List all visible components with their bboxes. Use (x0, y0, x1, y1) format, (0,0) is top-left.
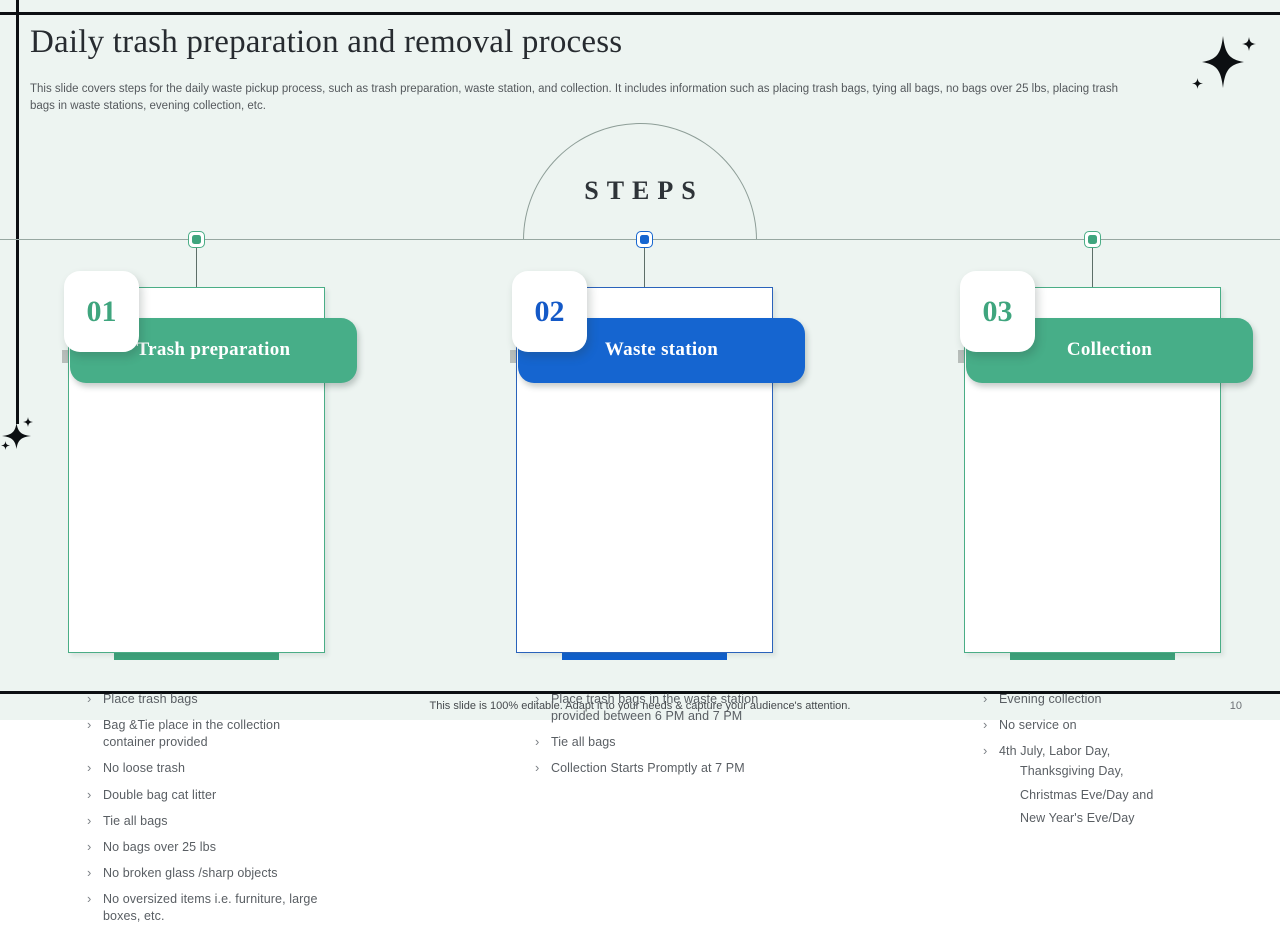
bullet-text: Bag &Tie place in the collection contain… (103, 718, 281, 750)
connector-line (644, 248, 645, 287)
bullet-sub-line: Christmas Eve/Day and (1020, 787, 1154, 802)
connector-line (1092, 248, 1093, 287)
steps-label: STEPS (584, 176, 704, 205)
bullet-item: › Double bag cat litter (87, 787, 319, 804)
steps-arch: STEPS (523, 123, 757, 240)
bullet-text: 4th July, Labor Day,Thanksgiving Day,Chr… (999, 743, 1153, 830)
bullet-item: › 4th July, Labor Day,Thanksgiving Day,Ch… (983, 743, 1215, 830)
step-number-badge: 01 (64, 271, 139, 352)
bullet-text: No broken glass /sharp objects (103, 865, 278, 880)
step-number-badge: 03 (960, 271, 1035, 352)
sparkle-icon (1202, 36, 1244, 88)
chevron-bullet-icon: › (87, 786, 92, 802)
step-number: 01 (86, 294, 117, 328)
bullet-text: Evening collection (999, 692, 1102, 706)
page-number: 10 (1229, 700, 1242, 712)
bullet-text: Tie all bags (551, 735, 616, 750)
band-shadow-nub (62, 350, 68, 363)
bullet-item: › Bag &Tie place in the collection contai… (87, 717, 319, 751)
top-frame-line (0, 12, 1280, 15)
bullet-text: No bags over 25 lbs (103, 839, 217, 854)
card-bottom-tab (1010, 652, 1175, 660)
bullet-text: Place trash bags in the waste station pr… (551, 692, 759, 724)
marker-dot (192, 235, 201, 244)
bullet-item: › Collection Starts Promptly at 7 PM (535, 760, 767, 777)
marker-dot (1088, 235, 1097, 244)
chevron-bullet-icon: › (535, 734, 540, 750)
chevron-bullet-icon: › (87, 838, 92, 854)
step-number: 02 (534, 294, 565, 328)
step-marker-1 (188, 231, 205, 248)
chevron-bullet-icon: › (535, 760, 540, 776)
bullet-item: › Place trash bags (87, 691, 319, 708)
bullet-list: › Place trash bags in the waste station p… (535, 691, 767, 787)
page-title: Daily trash preparation and removal proc… (30, 24, 623, 60)
card-title: Collection (1066, 339, 1153, 361)
bullet-item: › Tie all bags (535, 734, 767, 751)
card-title: Trash preparation (136, 339, 291, 361)
left-frame-line (16, 0, 19, 424)
sparkle-small-icon (1, 441, 10, 450)
bullet-item: › No bags over 25 lbs (87, 839, 319, 856)
bullet-text: No oversized items i.e. furniture, large… (103, 892, 318, 924)
bullet-text: Place trash bags (103, 692, 198, 706)
bullet-text: Double bag cat litter (103, 787, 217, 802)
bullet-sub-line: New Year's Eve/Day (1020, 810, 1135, 825)
chevron-bullet-icon: › (87, 691, 92, 706)
chevron-bullet-icon: › (87, 891, 92, 906)
sparkle-small-icon (1242, 37, 1256, 51)
chevron-bullet-icon: › (87, 717, 92, 733)
step-marker-3 (1084, 231, 1101, 248)
card-bottom-tab (562, 652, 727, 660)
step-number-badge: 02 (512, 271, 587, 352)
bullet-sub-line: Thanksgiving Day, (1020, 764, 1124, 779)
band-shadow-nub (958, 350, 964, 363)
chevron-bullet-icon: › (983, 691, 988, 706)
card-bottom-tab (114, 652, 279, 660)
chevron-bullet-icon: › (535, 691, 540, 706)
bottom-frame-line (0, 691, 1280, 694)
band-shadow-nub (510, 350, 516, 363)
step-marker-2 (636, 231, 653, 248)
bullet-item: › Tie all bags (87, 813, 319, 830)
bullet-item: › No broken glass /sharp objects (87, 865, 319, 882)
card-title: Waste station (604, 339, 719, 361)
bullet-text: No loose trash (103, 761, 185, 776)
sparkle-small-icon (1192, 78, 1203, 89)
slide-description: This slide covers steps for the daily wa… (30, 83, 1118, 112)
step-number: 03 (982, 294, 1013, 328)
bullet-item: › Evening collection (983, 691, 1215, 708)
chevron-bullet-icon: › (983, 743, 988, 759)
bullet-item: › No oversized items i.e. furniture, larg… (87, 891, 319, 925)
sparkle-small-icon (23, 417, 33, 427)
bullet-list: ›Evening collection›No service on›4th Ju… (983, 691, 1215, 839)
chevron-bullet-icon: › (87, 812, 92, 828)
bullet-text: Collection Starts Promptly at 7 PM (551, 761, 745, 776)
connector-line (196, 248, 197, 287)
marker-dot (640, 235, 649, 244)
bullet-list: › Place trash bags › Bag &Tie place in the … (87, 691, 319, 934)
bullet-item: › Place trash bags in the waste station p… (535, 691, 767, 725)
footer-note: This slide is 100% editable. Adapt it to… (429, 700, 851, 712)
chevron-bullet-icon: › (87, 760, 92, 776)
chevron-bullet-icon: › (87, 864, 92, 880)
bullet-text: Tie all bags (103, 813, 168, 828)
sparkle-icon (2, 423, 31, 449)
bullet-item: › No loose trash (87, 760, 319, 777)
